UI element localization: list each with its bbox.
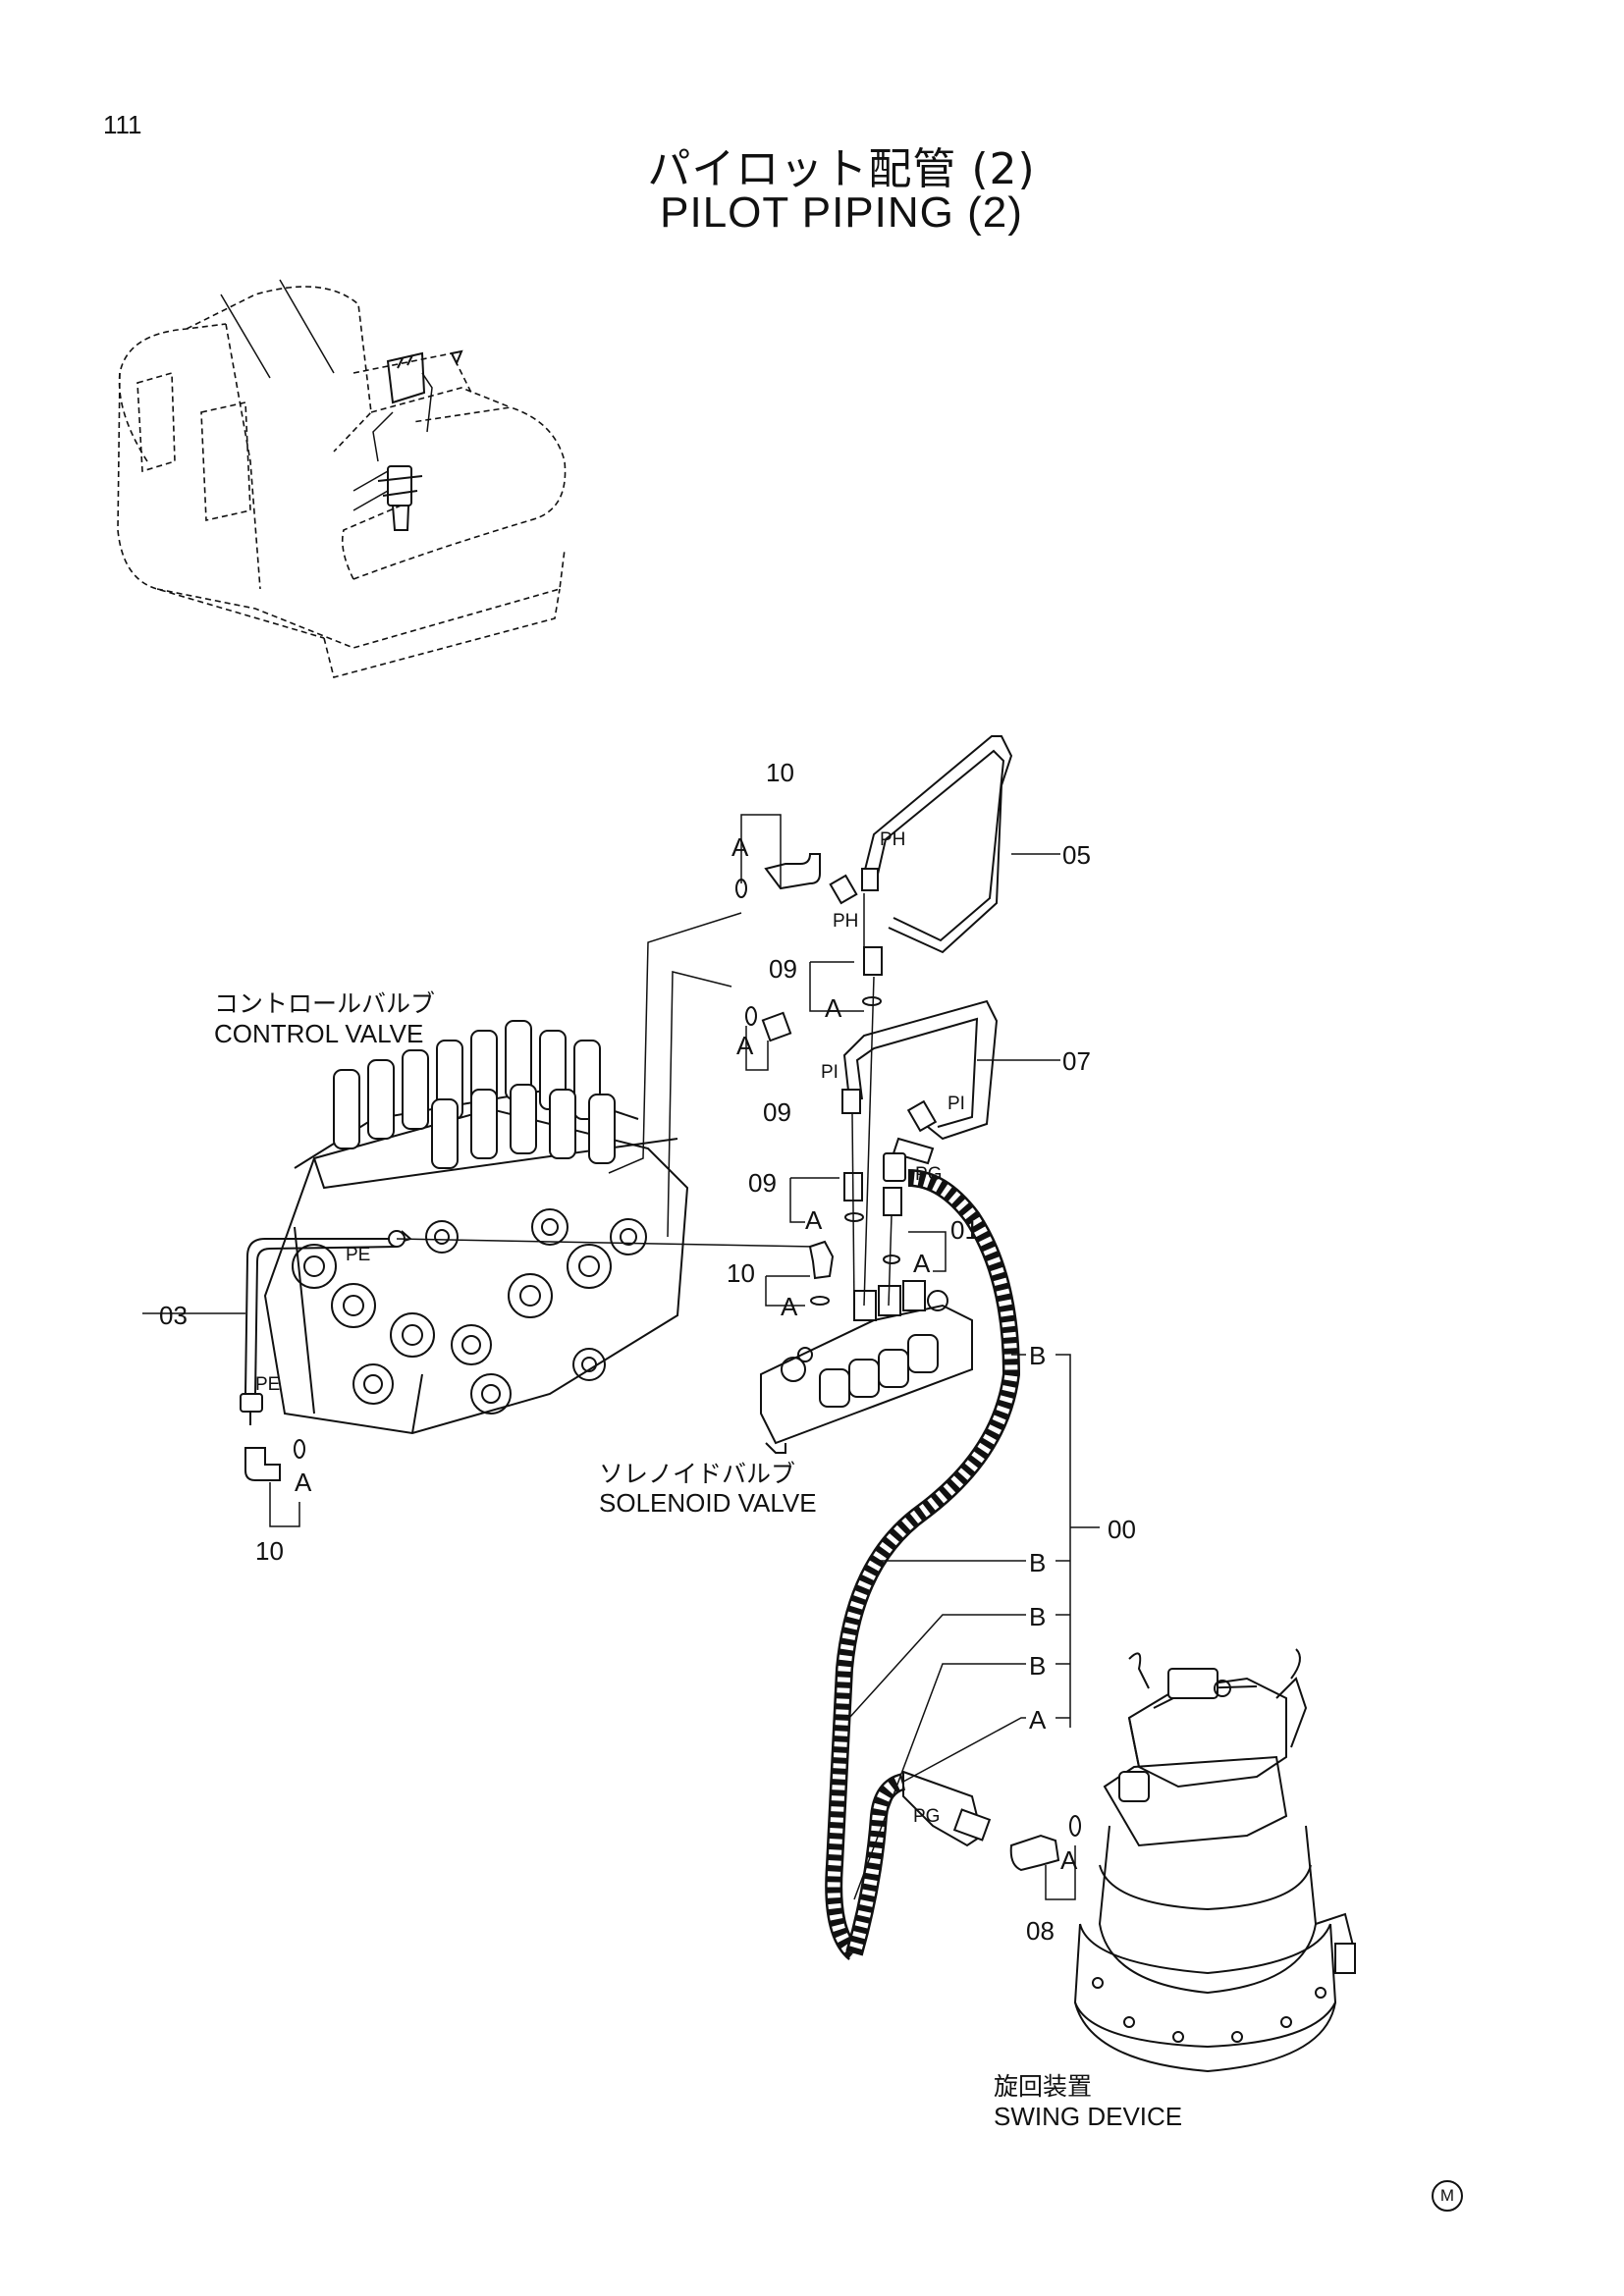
callout-09-a: 09	[769, 954, 797, 984]
callout-pi-right: PI	[947, 1094, 965, 1114]
callout-a-09c: A	[805, 1205, 823, 1235]
page-title: PILOT PIPING (2)	[660, 188, 1023, 237]
hose-assembly-00	[825, 1137, 1021, 1961]
callout-b1: B	[1029, 1341, 1047, 1370]
fitting-01	[883, 1187, 902, 1216]
control-valve-illustration	[263, 1020, 689, 1435]
solenoid-coils	[819, 1334, 939, 1408]
callout-pe-lower: PE	[255, 1374, 281, 1395]
callout-10-left: 10	[255, 1536, 284, 1566]
elbow-fitting-10-top	[735, 853, 821, 898]
leader-10-top	[740, 814, 782, 888]
pilot-line-b	[667, 971, 732, 1238]
callout-pi-left: PI	[821, 1062, 839, 1083]
solenoid-valve-illustration	[760, 1280, 973, 1454]
swing-device-label: SWING DEVICE	[994, 2102, 1183, 2131]
control-valve-spools	[333, 1020, 616, 1169]
fitting-09-a	[863, 946, 883, 976]
callout-pg-bottom: PG	[913, 1806, 941, 1827]
pipe-03	[240, 1238, 398, 1425]
callout-a-swing: A	[1029, 1705, 1047, 1735]
callout-00: 00	[1108, 1515, 1136, 1544]
solenoid-valve-label-jp: ソレノイドバルブ	[599, 1460, 796, 1488]
control-valve-label: CONTROL VALVE	[214, 1019, 424, 1048]
pipe-pe-line	[396, 1238, 816, 1248]
callout-07: 07	[1062, 1046, 1091, 1076]
callout-09-b: 09	[763, 1097, 791, 1127]
page-title-japanese: パイロット配管 (2)	[647, 144, 1036, 194]
callout-a-left: A	[295, 1468, 312, 1497]
callout-a-08: A	[1060, 1845, 1078, 1875]
callout-a-01: A	[913, 1249, 931, 1278]
callout-b3: B	[1029, 1602, 1047, 1631]
callout-ph-upper: PH	[880, 829, 906, 850]
leader-lines	[142, 853, 1100, 1900]
excavator-overview-illustration	[117, 279, 567, 678]
elbow-fitting-08	[1009, 1815, 1081, 1900]
control-valve-ports	[292, 1208, 647, 1415]
callout-pe-upper: PE	[346, 1245, 371, 1265]
page-number: 111	[103, 110, 142, 139]
callout-b4: B	[1029, 1651, 1047, 1681]
callout-a-09a: A	[825, 993, 842, 1023]
callout-10-top: 10	[766, 758, 794, 787]
solenoid-valve-label: SOLENOID VALVE	[599, 1488, 817, 1518]
callout-pg-top: PG	[915, 1164, 943, 1185]
pilot-line-c	[851, 1113, 855, 1307]
callout-10-mid: 10	[727, 1258, 755, 1288]
control-valve-label-jp: コントロールバルブ	[214, 989, 436, 1018]
manufacturer-mark: M	[1432, 2180, 1463, 2212]
callout-09-c: 09	[748, 1168, 777, 1198]
callout-03: 03	[159, 1301, 188, 1330]
callout-b2: B	[1029, 1548, 1047, 1577]
callout-05: 05	[1062, 840, 1091, 870]
elbow-fitting-10-mid	[765, 1240, 835, 1307]
callout-a-top: A	[731, 832, 749, 862]
callout-01: 01	[950, 1215, 979, 1245]
swing-device-label-jp: 旋回装置	[994, 2072, 1093, 2101]
pipe-05	[829, 735, 1013, 954]
callout-a-mid: A	[736, 1031, 754, 1060]
callout-ph-lower: PH	[833, 911, 859, 932]
callout-a-10mid: A	[781, 1292, 798, 1321]
swing-device-illustration	[1073, 1648, 1357, 2073]
callout-08: 08	[1026, 1916, 1055, 1946]
pilot-line-a	[608, 912, 742, 1174]
fitting-09-b	[745, 1006, 792, 1071]
pipe-07	[841, 999, 999, 1141]
elbow-fitting-10-left	[244, 1439, 305, 1527]
